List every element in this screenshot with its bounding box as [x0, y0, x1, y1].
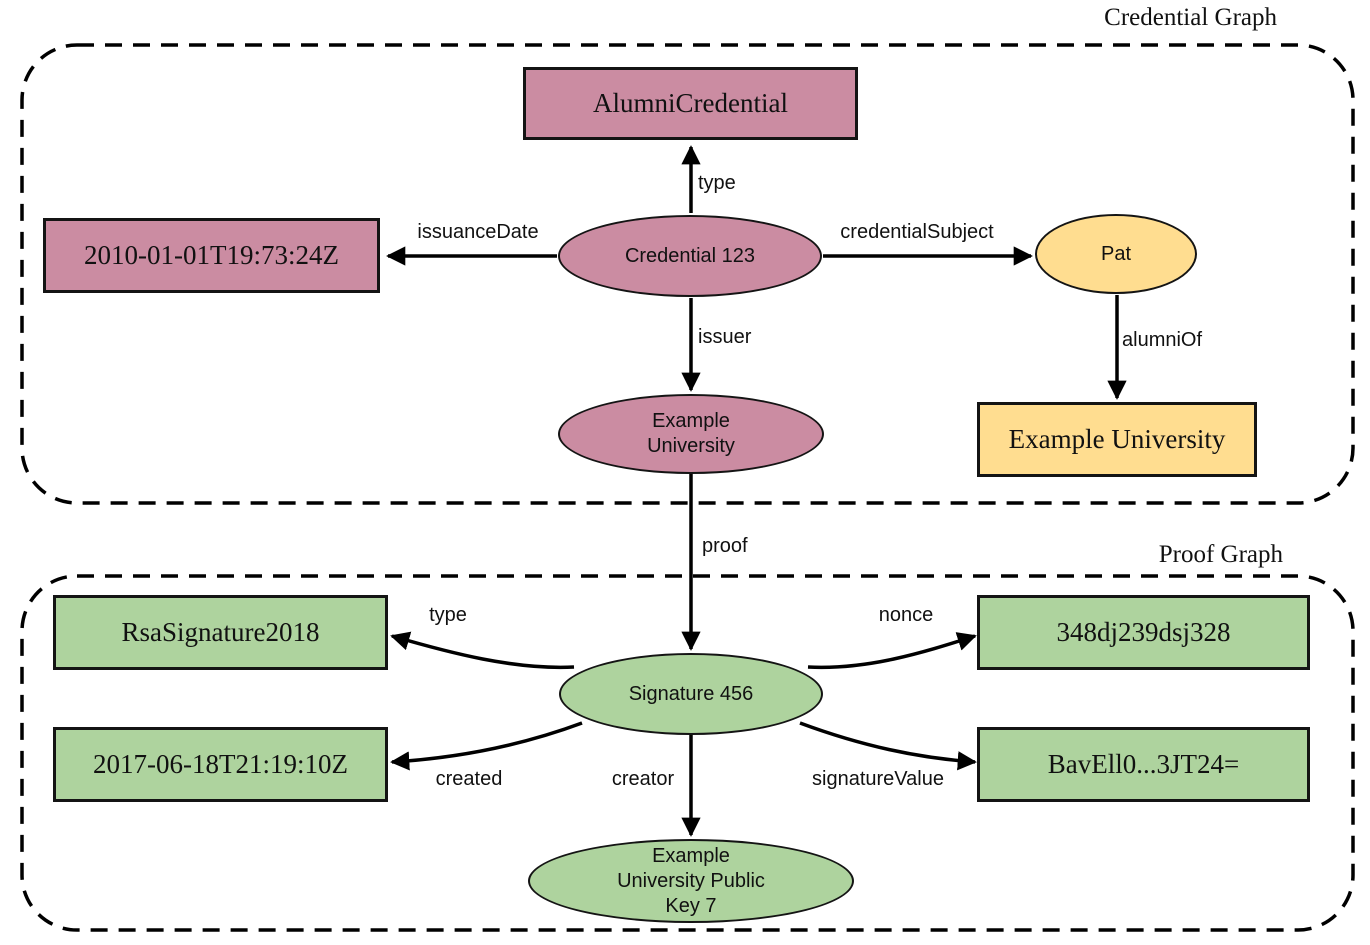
node-subject-example-university: Example University: [977, 402, 1257, 477]
node-signature-value: BavEll0...3JT24=: [977, 727, 1310, 802]
edge-type-signature: [390, 631, 575, 670]
credential-graph-title: Credential Graph: [1104, 4, 1277, 31]
node-nonce-value: 348dj239dsj328: [977, 595, 1310, 670]
proof-graph-title: Proof Graph: [1158, 541, 1283, 568]
edge-created: [390, 721, 583, 771]
node-issuer-example-university: Example University: [558, 394, 824, 474]
edge-label-credential-subject: credentialSubject: [840, 221, 994, 243]
credential-graph-border: [20, 43, 1355, 505]
edge-label-issuer: issuer: [698, 326, 752, 348]
node-example-university-public-key: Example University Public Key 7: [528, 839, 854, 923]
node-signature-456: Signature 456: [559, 653, 823, 735]
node-created-timestamp: 2017-06-18T21:19:10Z: [53, 727, 388, 802]
edge-label-creator: creator: [611, 768, 675, 790]
node-alumni-credential: AlumniCredential: [523, 67, 858, 140]
edge-label-created: created: [435, 768, 503, 790]
edge-label-nonce: nonce: [878, 604, 934, 626]
edge-label-signature-value: signatureValue: [812, 768, 944, 790]
node-issuance-date: 2010-01-01T19:73:24Z: [43, 218, 380, 293]
edge-signature-value: [799, 721, 977, 771]
edge-nonce: [807, 632, 977, 670]
node-pat: Pat: [1035, 214, 1197, 294]
node-credential-123: Credential 123: [558, 215, 822, 297]
edge-label-type-credential: type: [698, 172, 736, 194]
edge-label-alumni-of: alumniOf: [1122, 329, 1203, 351]
edge-label-proof: proof: [702, 535, 748, 557]
proof-graph-border: [20, 574, 1355, 932]
node-rsa-signature-2018: RsaSignature2018: [53, 595, 388, 670]
edge-label-issuance-date: issuanceDate: [417, 221, 539, 243]
edge-label-type-signature: type: [429, 604, 467, 626]
